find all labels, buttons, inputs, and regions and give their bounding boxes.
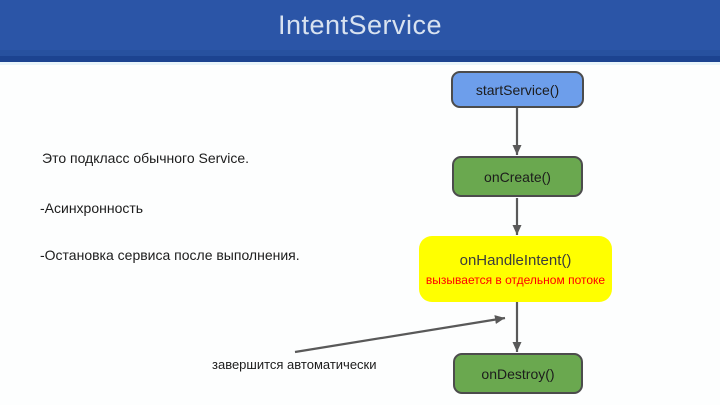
- annotation-auto-finish: завершится автоматически: [212, 357, 377, 372]
- flow-node-start-service: startService(): [451, 71, 584, 108]
- flow-node-oncreate: onCreate(): [452, 156, 583, 197]
- bullet-asynchronous: -Асинхронность: [40, 200, 144, 216]
- flow-node-label: onCreate(): [484, 168, 551, 185]
- edge-annotation-pointer: [294, 315, 506, 354]
- flow-node-label: onDestroy(): [481, 365, 555, 382]
- header-accent-band: [0, 50, 720, 56]
- header-divider: [0, 62, 720, 65]
- flow-node-label: onHandleIntent(): [459, 251, 572, 269]
- flow-node-ondestroy: onDestroy(): [453, 353, 583, 394]
- flow-node-label: startService(): [475, 81, 560, 98]
- slide-title: IntentService: [277, 9, 443, 40]
- header-accent-band-dark: [0, 56, 720, 62]
- flow-node-onhandleintent: onHandleIntent() вызывается в отдельном …: [419, 236, 612, 302]
- bullet-stop-after-run: -Остановка сервиса после выполнения.: [40, 247, 300, 263]
- bullet-subclass: Это подкласс обычного Service.: [42, 150, 250, 166]
- flow-node-sublabel: вызывается в отдельном потоке: [425, 272, 606, 287]
- title-bar: IntentService: [0, 0, 720, 50]
